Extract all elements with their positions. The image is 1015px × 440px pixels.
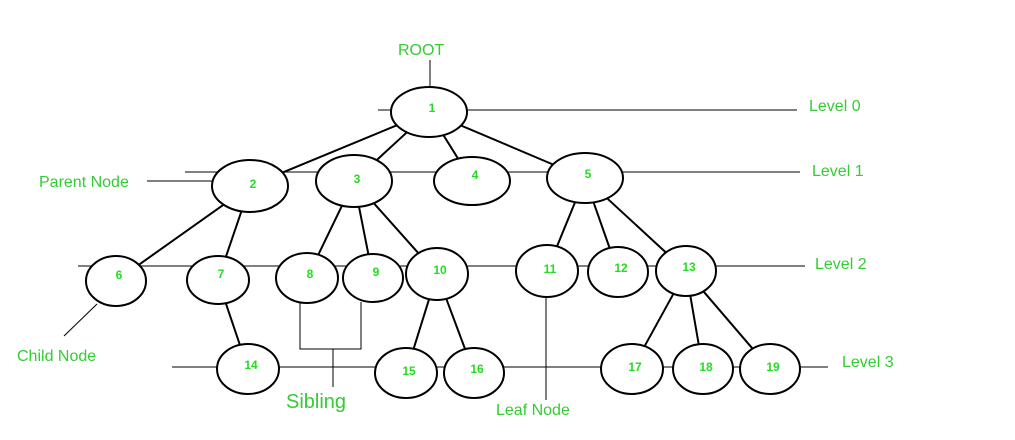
node-label: 10: [433, 263, 447, 277]
node-label: 9: [373, 265, 380, 279]
edge-1-4: [442, 134, 459, 160]
node-circle: [186, 255, 250, 305]
edge-13-17: [643, 293, 675, 347]
node-circle: [672, 343, 734, 395]
node-label: 18: [699, 360, 713, 374]
edge-10-16: [445, 298, 467, 350]
edge-10-15: [412, 298, 431, 350]
node-circle: [443, 347, 505, 399]
tree-node-18: 18: [672, 343, 734, 395]
node-circle: [342, 253, 404, 303]
node-label: 4: [472, 168, 479, 182]
tree-node-12: 12: [587, 246, 649, 298]
level-3-label: Level 3: [842, 354, 894, 371]
parent-node-label: Parent Node: [39, 174, 129, 191]
edge-5-13: [606, 197, 667, 254]
level-0-label: Level 0: [809, 98, 861, 115]
node-label: 6: [116, 268, 123, 282]
edge-13-19: [702, 290, 754, 350]
node-circle: [390, 86, 468, 138]
node-circle: [216, 343, 280, 395]
node-label: 17: [628, 360, 642, 374]
node-label: 3: [354, 172, 361, 186]
node-label: 7: [218, 267, 225, 281]
edge-2-7: [224, 210, 243, 258]
node-label: 2: [250, 177, 257, 191]
sibling-label: Sibling: [286, 391, 346, 413]
root-label: ROOT: [398, 42, 444, 59]
tree-node-11: 11: [515, 244, 579, 298]
tree-node-2: 2: [211, 159, 289, 213]
child-node-pointer: [63, 303, 98, 337]
node-circle: [739, 343, 801, 395]
node-circle: [587, 246, 649, 298]
tree-node-1: 1: [390, 86, 468, 138]
tree-node-10: 10: [405, 247, 469, 301]
tree-node-7: 7: [186, 255, 250, 305]
node-label: 11: [544, 262, 557, 276]
tree-node-15: 15: [374, 347, 438, 399]
child-node-label: Child Node: [17, 348, 96, 365]
level-2-label: Level 2: [815, 256, 867, 273]
edge-2-6: [138, 203, 225, 266]
tree-node-16: 16: [443, 347, 505, 399]
node-circle: [600, 343, 664, 395]
edge-3-10: [373, 202, 420, 254]
node-circle: [405, 247, 469, 301]
node-circle: [85, 255, 147, 307]
node-label: 19: [766, 360, 780, 374]
level-lines: [78, 109, 828, 368]
tree-node-14: 14: [216, 343, 280, 395]
node-label: 12: [614, 261, 628, 275]
tree-node-19: 19: [739, 343, 801, 395]
node-circle: [275, 252, 339, 304]
node-label: 16: [470, 362, 484, 376]
level-1-label: Level 1: [812, 163, 864, 180]
edge-7-14: [224, 302, 241, 346]
edge-3-9: [358, 206, 370, 255]
tree-node-17: 17: [600, 343, 664, 395]
node-circle: [546, 152, 624, 204]
tree-edges: [138, 124, 754, 350]
tree-node-3: 3: [315, 154, 393, 208]
edge-13-18: [689, 295, 700, 345]
tree-node-8: 8: [275, 252, 339, 304]
edge-1-5: [460, 124, 554, 166]
leaf-node-label: Leaf Node: [496, 402, 570, 419]
node-label: 15: [402, 364, 416, 378]
node-circle: [433, 156, 511, 206]
node-circle: [315, 154, 393, 208]
tree-node-4: 4: [433, 156, 511, 206]
tree-node-5: 5: [546, 152, 624, 204]
node-label: 5: [585, 167, 592, 181]
tree-node-13: 13: [655, 245, 717, 297]
annotations: ROOT Parent Node Child Node Sibling Leaf…: [17, 42, 894, 419]
node-circle: [211, 159, 289, 213]
edge-5-11: [556, 201, 577, 247]
edge-3-8: [317, 205, 343, 256]
annotation-pointers: [63, 60, 547, 400]
node-circle: [515, 244, 579, 298]
edge-5-12: [592, 202, 611, 249]
sibling-bracket: [299, 302, 362, 350]
node-circle: [655, 245, 717, 297]
edge-1-3: [376, 131, 408, 161]
tree-node-6: 6: [85, 255, 147, 307]
node-label: 13: [682, 260, 696, 274]
tree-node-9: 9: [342, 253, 404, 303]
node-circle: [374, 347, 438, 399]
node-label: 14: [244, 358, 258, 372]
node-label: 1: [429, 101, 436, 115]
node-label: 8: [307, 267, 314, 281]
edge-1-2: [282, 124, 398, 174]
